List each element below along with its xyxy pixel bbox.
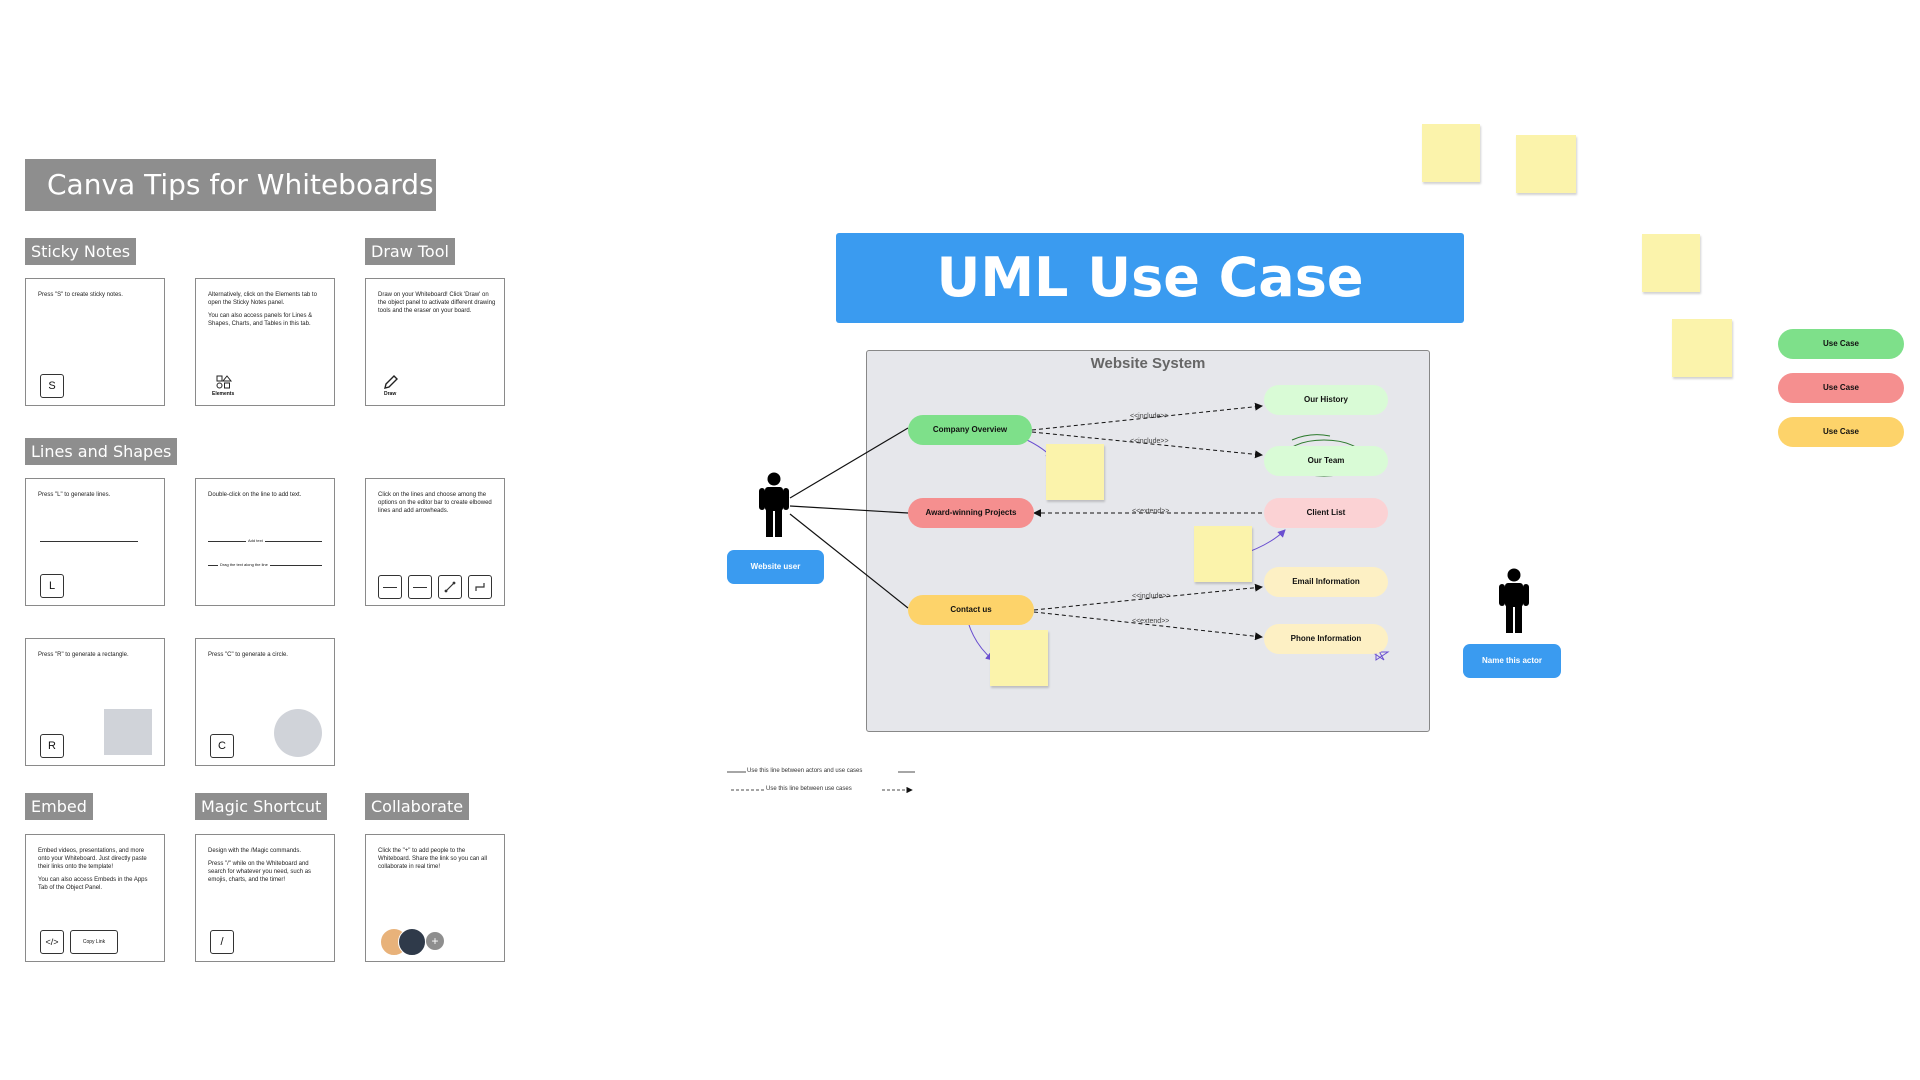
section-magic-shortcut: Magic Shortcut xyxy=(195,793,328,820)
actor-figure-icon xyxy=(759,472,789,537)
tip-card-lines-3[interactable]: Click on the lines and choose among the … xyxy=(365,478,505,606)
sticky-note[interactable] xyxy=(1046,444,1104,500)
tips-title: Canva Tips for Whiteboards xyxy=(25,159,436,211)
tip-card-embed[interactable]: Embed videos, presentations, and more on… xyxy=(25,834,165,962)
tip-text: You can also access Embeds in the Apps T… xyxy=(38,877,148,891)
tip-card-draw[interactable]: Draw on your Whiteboard! Click 'Draw' on… xyxy=(365,278,505,406)
tip-text: Press "C" to generate a circle. xyxy=(208,652,288,658)
use-case-contact-us[interactable]: Contact us xyxy=(908,595,1034,625)
use-case-client-list[interactable]: Client List xyxy=(1264,498,1388,528)
actor-label-website-user[interactable]: Website user xyxy=(727,550,824,584)
tip-text: Draw on your Whiteboard! Click 'Draw' on… xyxy=(378,292,496,314)
elements-icon xyxy=(216,375,233,389)
tip-card-sticky-1[interactable]: Press "S" to create sticky notes. S xyxy=(25,278,165,406)
tip-text: Press "/" while on the Whiteboard and se… xyxy=(208,861,312,883)
avatar xyxy=(398,928,426,956)
line-style-straight-icon xyxy=(378,575,402,599)
tip-text: Click the "+" to add people to the White… xyxy=(378,848,488,870)
key-slash: / xyxy=(210,930,234,954)
legend-use-case-yellow[interactable]: Use Case xyxy=(1778,417,1904,447)
relation-extend: <<extend>> xyxy=(1132,618,1170,625)
use-case-phone-info[interactable]: Phone Information xyxy=(1264,624,1388,654)
legend-use-case-red[interactable]: Use Case xyxy=(1778,373,1904,403)
tip-text: Press "S" to create sticky notes. xyxy=(38,292,123,298)
section-lines-shapes: Lines and Shapes xyxy=(25,438,178,465)
actor-figure-icon xyxy=(1499,568,1529,633)
sticky-note[interactable] xyxy=(1672,319,1732,377)
section-sticky-notes: Sticky Notes xyxy=(25,238,137,265)
use-case-our-history[interactable]: Our History xyxy=(1264,385,1388,415)
copy-link-button[interactable]: Copy Link xyxy=(70,930,118,954)
pen-icon xyxy=(384,375,398,389)
section-collaborate: Collaborate xyxy=(365,793,470,820)
line-text: Add text xyxy=(246,538,265,543)
line-text: Drag the text along the line xyxy=(218,562,270,567)
use-case-award-projects[interactable]: Award-winning Projects xyxy=(908,498,1034,528)
tip-card-circle[interactable]: Press "C" to generate a circle. C xyxy=(195,638,335,766)
tip-text: Design with the /Magic commands. xyxy=(208,848,302,854)
sticky-note[interactable] xyxy=(1194,526,1252,582)
sample-line xyxy=(40,541,138,542)
tip-text: Press "R" to generate a rectangle. xyxy=(38,652,129,658)
relation-include: <<include>> xyxy=(1130,438,1169,445)
draw-label: Draw xyxy=(384,391,397,397)
relation-include: <<include>> xyxy=(1132,593,1171,600)
add-people-icon[interactable]: + xyxy=(426,932,444,950)
sticky-note[interactable] xyxy=(1642,234,1700,292)
section-draw-tool: Draw Tool xyxy=(365,238,455,265)
tip-text: Embed videos, presentations, and more on… xyxy=(38,848,147,870)
embed-code-icon: </> xyxy=(40,930,64,954)
relation-extend: <<extend>> xyxy=(1132,508,1170,515)
tip-card-collaborate[interactable]: Click the "+" to add people to the White… xyxy=(365,834,505,962)
sample-circle xyxy=(274,709,322,757)
line-style-elbow-icon xyxy=(468,575,492,599)
tip-text: You can also access panels for Lines & S… xyxy=(208,313,313,327)
legend-use-case-green[interactable]: Use Case xyxy=(1778,329,1904,359)
section-embed: Embed xyxy=(25,793,93,820)
elements-label: Elements xyxy=(212,391,235,397)
key-s: S xyxy=(40,374,64,398)
line-style-arrow-icon xyxy=(438,575,462,599)
tip-text: Click on the lines and choose among the … xyxy=(378,492,492,514)
tip-text: Double-click on the line to add text. xyxy=(208,492,302,498)
tip-card-magic[interactable]: Design with the /Magic commands. Press "… xyxy=(195,834,335,962)
tip-card-sticky-2[interactable]: Alternatively, click on the Elements tab… xyxy=(195,278,335,406)
sticky-note[interactable] xyxy=(990,630,1048,686)
note-actor-line: Use this line between actors and use cas… xyxy=(747,768,863,774)
tip-card-lines-2[interactable]: Double-click on the line to add text. Ad… xyxy=(195,478,335,606)
sticky-note[interactable] xyxy=(1422,124,1480,182)
sample-line xyxy=(208,541,322,542)
line-style-flat-icon xyxy=(408,575,432,599)
tip-card-rectangle[interactable]: Press "R" to generate a rectangle. R xyxy=(25,638,165,766)
key-r: R xyxy=(40,734,64,758)
use-case-our-team[interactable]: Our Team xyxy=(1264,446,1388,476)
tip-card-lines-1[interactable]: Press "L" to generate lines. L xyxy=(25,478,165,606)
sticky-note[interactable] xyxy=(1516,135,1576,193)
tip-text: Alternatively, click on the Elements tab… xyxy=(208,292,317,306)
use-case-email-info[interactable]: Email Information xyxy=(1264,567,1388,597)
tip-text: Press "L" to generate lines. xyxy=(38,492,111,498)
use-case-company-overview[interactable]: Company Overview xyxy=(908,415,1032,445)
actor-label-name-this-actor[interactable]: Name this actor xyxy=(1463,644,1561,678)
relation-include: <<include>> xyxy=(1130,413,1169,420)
key-c: C xyxy=(210,734,234,758)
system-title: Website System xyxy=(1090,355,1206,372)
sample-rectangle xyxy=(104,709,152,755)
note-usecase-line: Use this line between use cases xyxy=(766,786,852,792)
key-l: L xyxy=(40,574,64,598)
